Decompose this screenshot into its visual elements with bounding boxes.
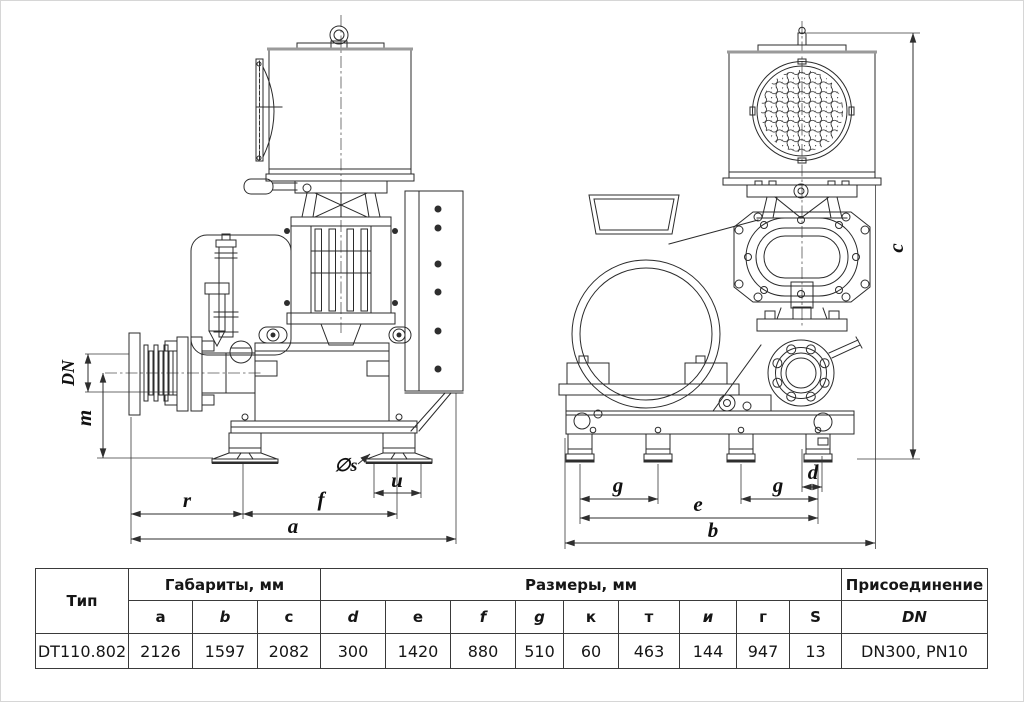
col-header-s: S — [789, 600, 842, 634]
dimension-table: Тип Габариты, мм Размеры, мм Присоединен… — [35, 568, 988, 669]
col-header-t: т — [618, 600, 680, 634]
dim-label-diameter-s: ∅s — [335, 455, 358, 475]
cell-i: 144 — [679, 633, 737, 669]
col-header-k: к — [563, 600, 619, 634]
cell-g: 510 — [515, 633, 564, 669]
right-view-drawing — [558, 21, 882, 463]
cell-e: 1420 — [385, 633, 451, 669]
cell-a: 2126 — [128, 633, 193, 669]
blower-drawing: DN m u r f a ∅s — [58, 15, 920, 549]
dim-label-c: c — [884, 243, 908, 253]
cell-t: 463 — [618, 633, 680, 669]
cell-connection: DN300, PN10 — [841, 633, 988, 669]
dim-label-e: e — [693, 492, 702, 516]
col-header-g: g — [515, 600, 564, 634]
dim-label-b: b — [708, 518, 719, 542]
cell-k: 60 — [563, 633, 619, 669]
col-header-d: d — [320, 600, 386, 634]
cell-d: 300 — [320, 633, 386, 669]
col-header-f: f — [450, 600, 516, 634]
dim-label-u: u — [391, 468, 403, 492]
col-header-dn: DN — [841, 600, 988, 634]
col-header-e: e — [385, 600, 451, 634]
cell-s: 13 — [789, 633, 842, 669]
dim-label-g-left: g — [612, 473, 624, 497]
col-header-type: Тип — [35, 568, 129, 634]
col-header-g2: г — [736, 600, 790, 634]
dim-label-f: f — [318, 487, 327, 511]
right-view-dimensions: c g g d e b — [564, 32, 920, 549]
dim-label-r: r — [183, 488, 192, 512]
dim-label-m: m — [72, 410, 96, 426]
dim-label-g-right: g — [772, 473, 784, 497]
col-header-i: и — [679, 600, 737, 634]
group-header-gabarity: Габариты, мм — [128, 568, 321, 601]
cell-c: 2082 — [257, 633, 321, 669]
dim-label-a: a — [288, 514, 299, 538]
cell-b: 1597 — [192, 633, 258, 669]
dim-label-d: d — [808, 460, 819, 484]
col-header-b: b — [192, 600, 258, 634]
group-header-razmery: Размеры, мм — [320, 568, 842, 601]
cell-type: DT110.802 — [35, 633, 129, 669]
dim-label-dn: DN — [58, 359, 78, 387]
col-header-a: a — [128, 600, 193, 634]
cell-g2: 947 — [736, 633, 790, 669]
left-view-drawing — [105, 15, 464, 464]
cell-f: 880 — [450, 633, 516, 669]
group-header-prisoedinenie: Присоединение — [841, 568, 988, 601]
col-header-c: c — [257, 600, 321, 634]
left-view-dimensions: DN m u r f a ∅s — [58, 353, 457, 544]
